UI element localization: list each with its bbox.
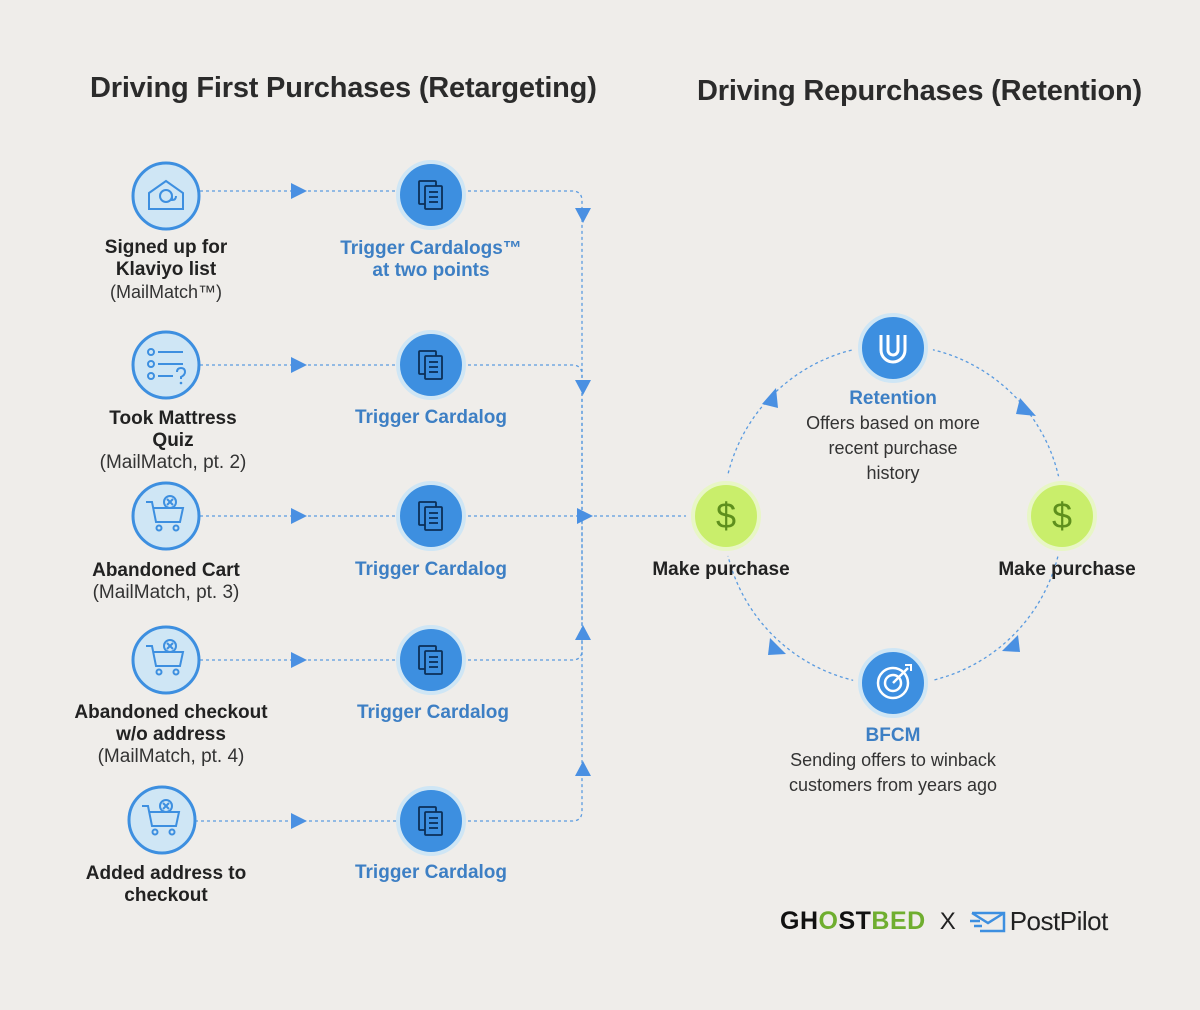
arrow-right <box>291 813 307 829</box>
logo-separator: X <box>939 907 956 935</box>
document-icon <box>396 481 466 551</box>
source-label-abandoned-checkout: Abandoned checkout w/o address (MailMatc… <box>74 702 268 767</box>
source-label-quiz: Took Mattress Quiz (MailMatch, pt. 2) <box>99 408 247 473</box>
bfcm-label: BFCM Sending offers to winback customers… <box>788 725 998 795</box>
retention-label: Retention Offers based on more recent pu… <box>806 388 980 483</box>
source-icons <box>127 161 201 855</box>
cart-icon <box>127 785 197 855</box>
make-purchase-right-label: Make purchase <box>998 559 1136 580</box>
document-icon <box>396 625 466 695</box>
document-icon <box>396 786 466 856</box>
cart-icon <box>131 625 201 695</box>
trigger-icons <box>396 160 466 856</box>
svg-text:$: $ <box>716 495 736 536</box>
trigger-connectors <box>462 190 692 822</box>
trigger-label: Trigger Cardalogs™ at two points <box>340 238 522 281</box>
quiz-list-icon <box>131 330 201 400</box>
left-section-title: Driving First Purchases (Retargeting) <box>90 72 597 104</box>
document-icon <box>396 160 466 230</box>
arrow-up <box>575 625 591 640</box>
trigger-label: Trigger Cardalog <box>354 407 508 428</box>
arrow-down-right <box>1016 398 1036 416</box>
magnet-icon <box>858 313 928 383</box>
trigger-label: Trigger Cardalog <box>354 862 508 883</box>
email-icon <box>131 161 201 231</box>
postpilot-logo: PostPilot <box>969 906 1108 937</box>
postpilot-plane-icon <box>969 911 1005 932</box>
arrow-down <box>575 208 591 223</box>
footer-logos: GHOSTBED X PostPilot <box>780 906 1108 937</box>
arrow-right <box>291 183 307 199</box>
right-section-title: Driving Repurchases (Retention) <box>697 75 1142 107</box>
target-icon <box>858 648 928 718</box>
ghostbed-logo: GHOSTBED <box>780 907 926 935</box>
cart-icon <box>131 481 201 551</box>
arrow-up <box>575 761 591 776</box>
arrow-down-left <box>1002 635 1020 652</box>
arrow-down <box>575 380 591 395</box>
arrow-right <box>291 508 307 524</box>
make-purchase-left-label: Make purchase <box>652 559 790 580</box>
trigger-label: Trigger Cardalog <box>354 559 508 580</box>
arrow-right <box>291 652 307 668</box>
dollar-icon: $ <box>691 481 761 551</box>
svg-text:$: $ <box>1052 495 1072 536</box>
arrow-up-left <box>768 638 786 655</box>
source-label-klaviyo: Signed up for Klaviyo list (MailMatch™) <box>104 237 228 302</box>
dollar-icon: $ <box>1027 481 1097 551</box>
source-label-abandoned-cart: Abandoned Cart (MailMatch, pt. 3) <box>92 560 240 603</box>
arrow-right <box>577 508 593 524</box>
arrowheads <box>291 183 593 829</box>
arrow-right <box>291 357 307 373</box>
arrow-up-right <box>762 388 778 408</box>
cycle-arrowheads <box>762 388 1036 655</box>
trigger-label: Trigger Cardalog <box>356 702 510 723</box>
source-label-added-address: Added address to checkout <box>85 863 247 906</box>
document-icon <box>396 330 466 400</box>
